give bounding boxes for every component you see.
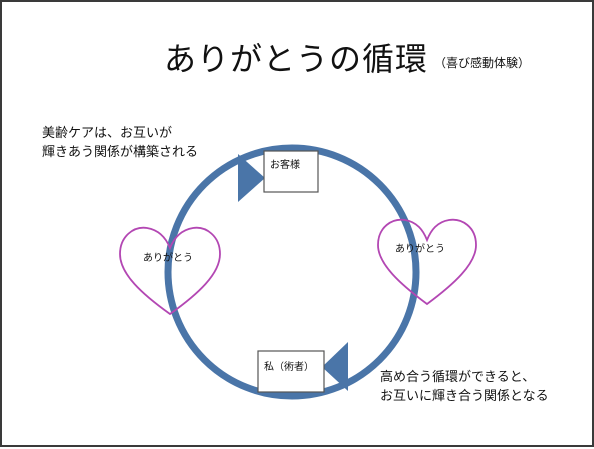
heart-right [377, 218, 477, 306]
heart-left-label: ありがとう [143, 251, 193, 264]
note-bottom-line-1: 高め合う循環ができると、 [380, 370, 536, 385]
cycle-ring [164, 144, 420, 400]
arrow-head-bottom [322, 342, 348, 391]
heart-right-label: ありがとう [395, 242, 445, 255]
customer-box [263, 150, 319, 193]
practitioner-label: 私（術者） [264, 360, 314, 373]
note-bottom: 高め合う循環ができると、 お互いに輝き合う関係となる [380, 368, 549, 406]
note-top: 美齢ケアは、お互いが 輝きあう関係が構築される [42, 124, 198, 162]
note-top-line-2: 輝きあう関係が構築される [42, 145, 199, 160]
heart-left [119, 226, 221, 316]
arrow-head-top [238, 154, 265, 202]
note-top-line-1: 美齢ケアは、お互いが [42, 126, 173, 141]
practitioner-box [257, 350, 325, 393]
slide-title: ありがとうの循環 [164, 40, 429, 78]
slide-subtitle: （喜び感動体験） [434, 56, 531, 70]
note-bottom-line-2: お互いに輝き合う関係となる [380, 389, 549, 404]
customer-label: お客様 [270, 158, 300, 171]
